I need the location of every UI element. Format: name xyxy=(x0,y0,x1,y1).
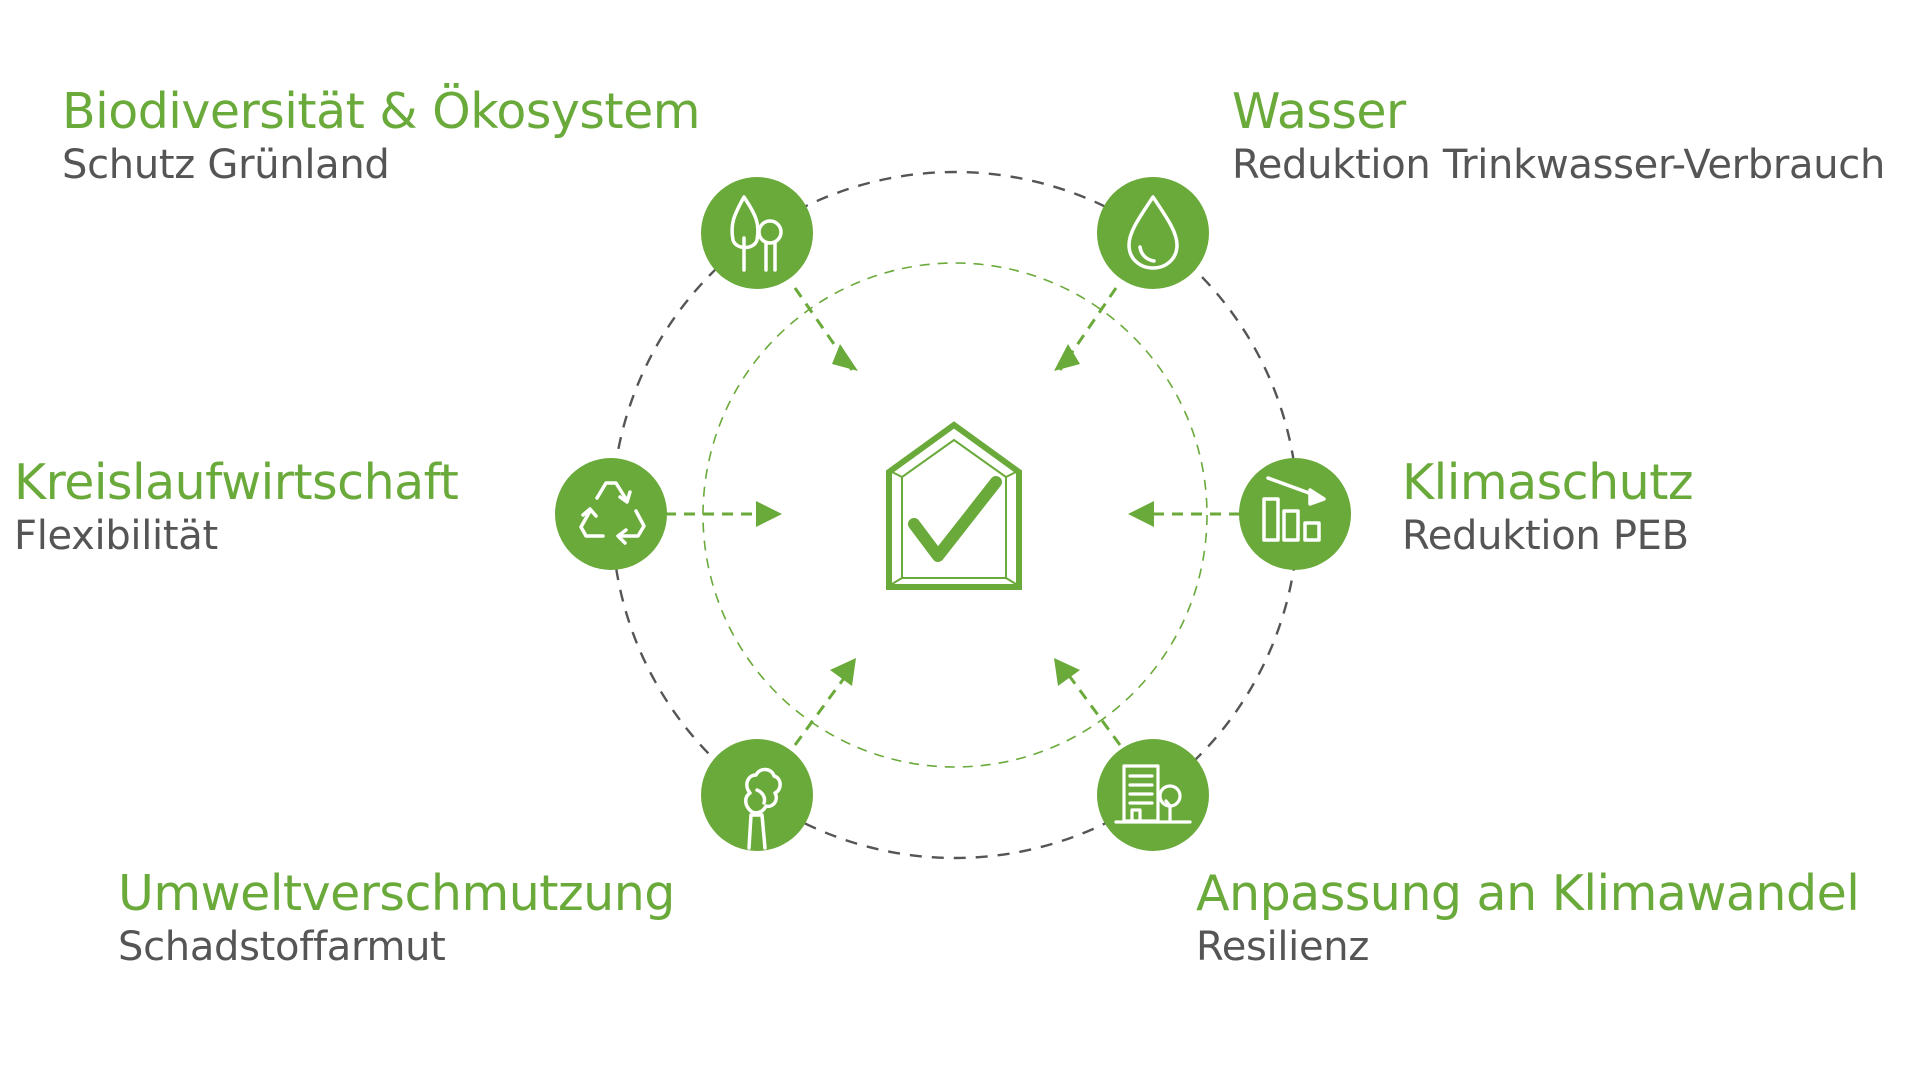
node-bio xyxy=(701,177,813,289)
node-klima xyxy=(1239,458,1351,570)
recycle-icon xyxy=(579,481,646,545)
label-water: Wasser Reduktion Trinkwasser-Verbrauch xyxy=(1232,84,1885,190)
topic-title: Kreislaufwirtschaft xyxy=(14,454,459,511)
label-pollution: Umweltverschmutzung Schadstoffarmut xyxy=(118,866,675,972)
node-krs xyxy=(555,458,667,570)
topic-subtitle: Flexibilität xyxy=(14,513,218,559)
arrow-umw xyxy=(793,669,852,746)
arrows xyxy=(665,287,1240,746)
topic-title: Biodiversität & Ökosystem xyxy=(62,83,701,140)
node-anp xyxy=(1097,739,1209,851)
topic-subtitle: Schadstoffarmut xyxy=(118,924,446,970)
topic-title: Wasser xyxy=(1232,83,1406,140)
declining-bars-icon xyxy=(1262,476,1326,542)
label-circular-economy: Kreislaufwirtschaft Flexibilität xyxy=(14,454,459,561)
topic-subtitle: Resilienz xyxy=(1196,924,1370,970)
inner-ring xyxy=(702,262,1208,768)
label-biodiversity: Biodiversität & Ökosystem Schutz Grünlan… xyxy=(62,83,701,190)
topic-subtitle: Reduktion Trinkwasser-Verbrauch xyxy=(1232,142,1886,188)
topic-subtitle: Reduktion PEB xyxy=(1402,513,1689,559)
topic-subtitle: Schutz Grünland xyxy=(62,142,390,188)
trees-icon xyxy=(730,195,783,272)
node-umw xyxy=(701,739,813,851)
water-drop-icon xyxy=(1127,195,1179,270)
arrow-anp xyxy=(1063,669,1122,746)
topic-title: Umweltverschmutzung xyxy=(118,865,675,922)
label-climate-adaptation: Anpassung an Klimawandel Resilienz xyxy=(1196,865,1860,972)
topic-title: Anpassung an Klimawandel xyxy=(1196,865,1860,922)
city-building-tree-icon xyxy=(1114,764,1192,824)
topic-title: Klimaschutz xyxy=(1402,454,1694,511)
smokestack-icon xyxy=(744,767,782,850)
label-climate-protection: Klimaschutz Reduktion PEB xyxy=(1402,454,1694,561)
house-check-icon xyxy=(886,421,1022,590)
node-water xyxy=(1097,177,1209,289)
